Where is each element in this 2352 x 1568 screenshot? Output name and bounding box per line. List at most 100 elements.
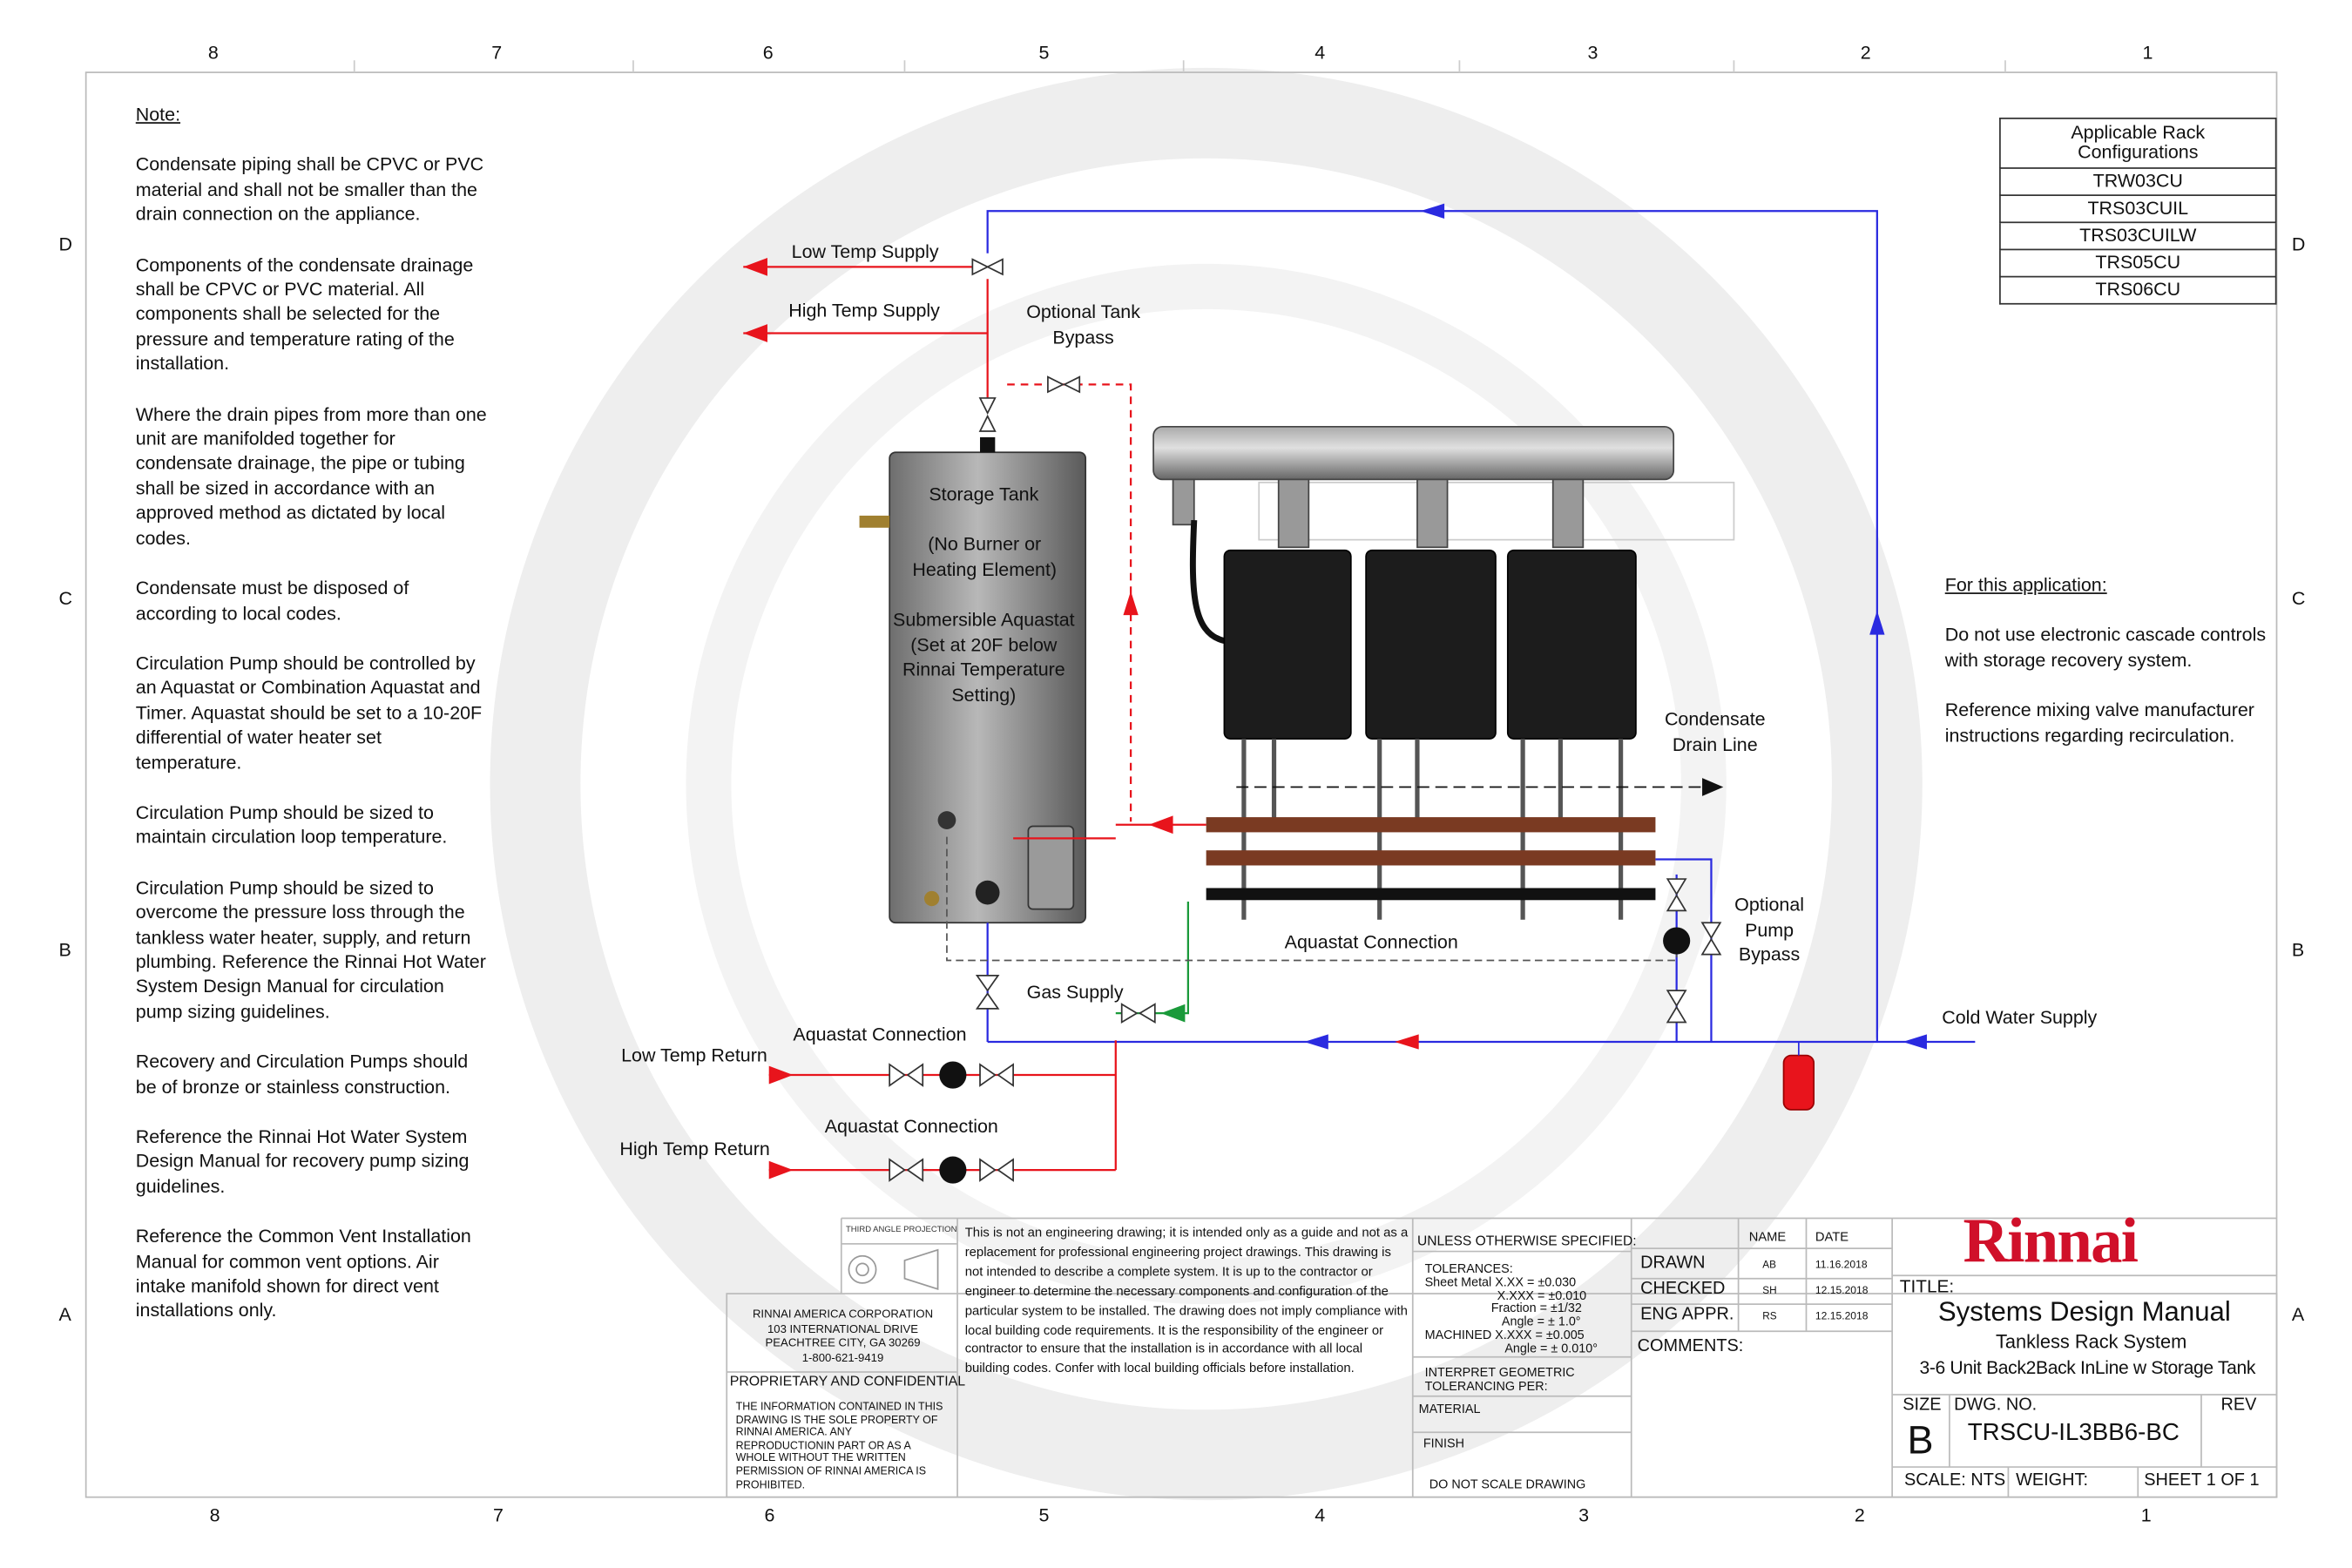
note-item: Circulation Pump should be sized to over… bbox=[135, 876, 486, 1023]
expansion-tank bbox=[1782, 1054, 1815, 1111]
column-label: 8 bbox=[207, 42, 219, 64]
low-temp-return-label: Low Temp Return bbox=[621, 1044, 767, 1066]
row-label: B bbox=[58, 939, 71, 961]
drawing-number: TRSCU-IL3BB6-BC bbox=[1967, 1420, 2180, 1446]
tolerance-line: Fraction = ±1/32 bbox=[1490, 1300, 1582, 1315]
row-label: A bbox=[58, 1304, 71, 1326]
rev-label: REV bbox=[2220, 1396, 2257, 1415]
weight-label: WEIGHT: bbox=[2016, 1471, 2089, 1490]
scale-label: SCALE: NTS bbox=[1904, 1471, 2006, 1490]
approval-role: ENG APPR. bbox=[1640, 1305, 1734, 1324]
vent-pipe bbox=[1152, 425, 1675, 481]
drawing-subtitle-2: 3-6 Unit Back2Back InLine w Storage Tank bbox=[1919, 1356, 2256, 1378]
name-header: NAME bbox=[1748, 1228, 1787, 1244]
rack-table-row: TRS03CUIL bbox=[1999, 194, 2277, 224]
application-notes: For this application: Do not use electro… bbox=[1945, 573, 2284, 774]
hot-manifold bbox=[1206, 817, 1656, 833]
column-label: 2 bbox=[1860, 42, 1871, 64]
column-label: 4 bbox=[1315, 42, 1326, 64]
tolerance-line: MACHINED X.XXX = ±0.005 bbox=[1424, 1327, 1585, 1342]
column-label: 6 bbox=[764, 1504, 775, 1526]
column-label: 2 bbox=[1854, 1504, 1865, 1526]
rack-table-row: TRS03CUILW bbox=[1999, 221, 2277, 251]
note-item: Condensate must be disposed of according… bbox=[135, 578, 409, 624]
storage-tank-label: Storage Tank bbox=[929, 483, 1039, 505]
comments-label: COMMENTS: bbox=[1637, 1337, 1744, 1355]
aquastat-note-label: Submersible Aquastat (Set at 20F below R… bbox=[893, 609, 1075, 706]
cold-water-supply-label: Cold Water Supply bbox=[1942, 1007, 2098, 1029]
disclaimer-text: This is not an engineering drawing; it i… bbox=[964, 1224, 1409, 1376]
note-item: Reference the Rinnai Hot Water System De… bbox=[135, 1125, 470, 1197]
column-label: 1 bbox=[2142, 42, 2153, 64]
row-label: A bbox=[2291, 1304, 2305, 1326]
column-label: 3 bbox=[1587, 42, 1598, 64]
drawing-subtitle: Tankless Rack System bbox=[1995, 1331, 2187, 1353]
material-label: MATERIAL bbox=[1418, 1400, 1481, 1416]
column-label: 6 bbox=[762, 42, 774, 64]
column-label: 8 bbox=[209, 1504, 220, 1526]
proprietary-text: THE INFORMATION CONTAINED IN THIS DRAWIN… bbox=[735, 1399, 943, 1491]
approval-date: 11.16.2018 bbox=[1815, 1260, 1868, 1272]
approval-name: SH bbox=[1762, 1286, 1777, 1297]
aquastat-connection-high-label: Aquastat Connection bbox=[824, 1115, 998, 1138]
no-burner-label: (No Burner or Heating Element) bbox=[912, 533, 1058, 581]
column-label: 1 bbox=[2140, 1504, 2152, 1526]
rack-table-row: TRW03CU bbox=[1999, 167, 2277, 197]
date-header: DATE bbox=[1815, 1228, 1849, 1244]
notes-panel: Note: Condensate piping shall be CPVC or… bbox=[136, 103, 490, 1349]
gas-supply-label: Gas Supply bbox=[1026, 981, 1124, 1003]
low-temp-supply-label: Low Temp Supply bbox=[791, 240, 939, 263]
note-item: Reference the Common Vent Installation M… bbox=[135, 1226, 471, 1321]
tolerance-line: X.XXX = ±0.010 bbox=[1497, 1287, 1587, 1302]
application-item: Do not use electronic cascade controls w… bbox=[1944, 625, 2267, 671]
tankless-heaters bbox=[1223, 549, 1637, 740]
approval-role: CHECKED bbox=[1640, 1280, 1726, 1299]
high-temp-supply-label: High Temp Supply bbox=[788, 300, 940, 321]
rack-table-row: TRS05CU bbox=[1999, 248, 2277, 278]
drawing-title: Systems Design Manual bbox=[1937, 1296, 2231, 1328]
notes-heading: Note: bbox=[135, 104, 181, 125]
column-label: 5 bbox=[1038, 1504, 1050, 1526]
interpret-tolerancing: INTERPRET GEOMETRIC TOLERANCING PER: bbox=[1424, 1364, 1575, 1393]
sheet-size: B bbox=[1907, 1416, 1934, 1463]
tolerance-line: Sheet Metal X.XX = ±0.030 bbox=[1424, 1274, 1577, 1289]
rack-table-header: Applicable Rack Configurations bbox=[1999, 118, 2277, 169]
tolerance-line: Angle = ± 0.010° bbox=[1504, 1340, 1598, 1355]
application-item: Reference mixing valve manufacturer inst… bbox=[1944, 700, 2254, 747]
gas-piping bbox=[1115, 902, 1189, 1015]
column-label: 7 bbox=[492, 1504, 504, 1526]
tolerances-block: TOLERANCES: Sheet Metal X.XX = ±0.030 X.… bbox=[1424, 1260, 1598, 1355]
aquastat-connection-low-label: Aquastat Connection bbox=[793, 1024, 967, 1045]
note-item: Circulation Pump should be controlled by… bbox=[135, 652, 483, 774]
note-item: Condensate piping shall be CPVC or PVC m… bbox=[135, 154, 484, 226]
column-label: 5 bbox=[1038, 42, 1050, 64]
proprietary-heading: PROPRIETARY AND CONFIDENTIAL bbox=[729, 1373, 966, 1389]
company-address: RINNAI AMERICA CORPORATION 103 INTERNATI… bbox=[730, 1308, 956, 1365]
row-label: B bbox=[2291, 939, 2305, 961]
gas-manifold bbox=[1206, 888, 1656, 901]
tolerance-line: TOLERANCES: bbox=[1424, 1260, 1513, 1276]
company-street: 103 INTERNATIONAL DRIVE bbox=[767, 1321, 919, 1335]
approval-name: RS bbox=[1762, 1311, 1777, 1322]
projection-label: THIRD ANGLE PROJECTION bbox=[845, 1226, 957, 1235]
note-item: Components of the condensate drainage sh… bbox=[135, 253, 474, 375]
finish-label: FINISH bbox=[1423, 1435, 1464, 1451]
optional-tank-bypass-label: Optional Tank Bypass bbox=[1026, 301, 1140, 348]
row-label: C bbox=[58, 588, 72, 610]
cold-manifold bbox=[1206, 850, 1656, 866]
unless-specified: UNLESS OTHERWISE SPECIFIED: bbox=[1416, 1233, 1637, 1249]
company-name: RINNAI AMERICA CORPORATION bbox=[752, 1307, 934, 1321]
pumps bbox=[939, 927, 1691, 1184]
approval-date: 12.15.2018 bbox=[1815, 1311, 1869, 1322]
rinnai-logo: Rinnai bbox=[1963, 1207, 2139, 1277]
title-label: TITLE: bbox=[1899, 1275, 1955, 1297]
sheet-number: SHEET 1 OF 1 bbox=[2144, 1471, 2260, 1490]
company-phone: 1-800-621-9419 bbox=[801, 1350, 884, 1364]
application-heading: For this application: bbox=[1944, 574, 2107, 596]
row-label: D bbox=[2291, 233, 2306, 255]
condensate-drain-label: Condensate Drain Line bbox=[1664, 708, 1766, 755]
approval-role: DRAWN bbox=[1640, 1254, 1706, 1273]
company-city: PEACHTREE CITY, GA 30269 bbox=[765, 1335, 921, 1350]
